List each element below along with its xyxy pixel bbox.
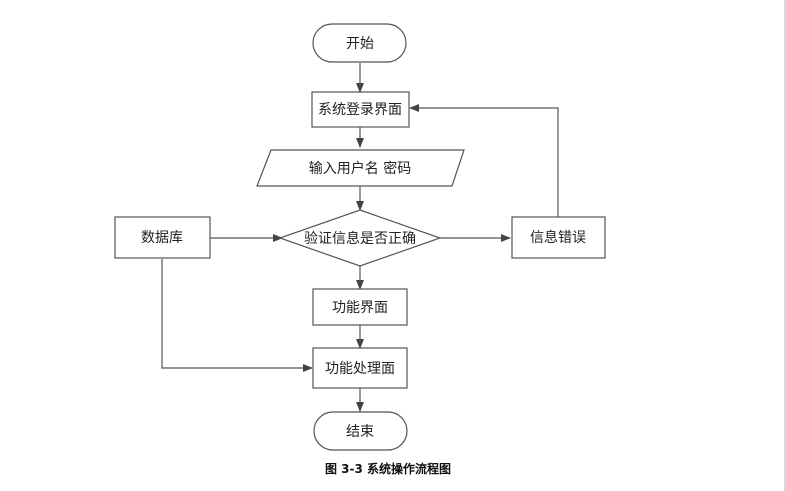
login-screen-label: 系统登录界面 (318, 102, 402, 118)
input-credentials-node: 输入用户名 密码 (256, 149, 465, 187)
verify-decision-node: 验证信息是否正确 (278, 209, 442, 267)
edge-database-to-processing (161, 259, 313, 372)
start-node: 开始 (312, 23, 407, 63)
function-processing-node: 功能处理面 (312, 347, 408, 389)
login-screen-node: 系统登录界面 (311, 91, 410, 128)
figure-caption: 图 3-3 系统操作流程图 (325, 461, 451, 476)
page-edge-divider (784, 0, 786, 491)
end-label: 结束 (346, 424, 374, 440)
input-credentials-label: 输入用户名 密码 (309, 160, 411, 177)
function-screen-node: 功能界面 (312, 288, 408, 326)
database-node: 数据库 (114, 216, 211, 259)
start-label: 开始 (346, 36, 374, 52)
edge-error-to-login (409, 104, 559, 217)
error-node: 信息错误 (511, 216, 606, 259)
database-label: 数据库 (141, 230, 183, 246)
error-label: 信息错误 (530, 229, 586, 246)
verify-label: 验证信息是否正确 (304, 230, 416, 247)
function-screen-label: 功能界面 (332, 300, 388, 316)
end-node: 结束 (313, 411, 408, 451)
function-processing-label: 功能处理面 (325, 361, 395, 377)
